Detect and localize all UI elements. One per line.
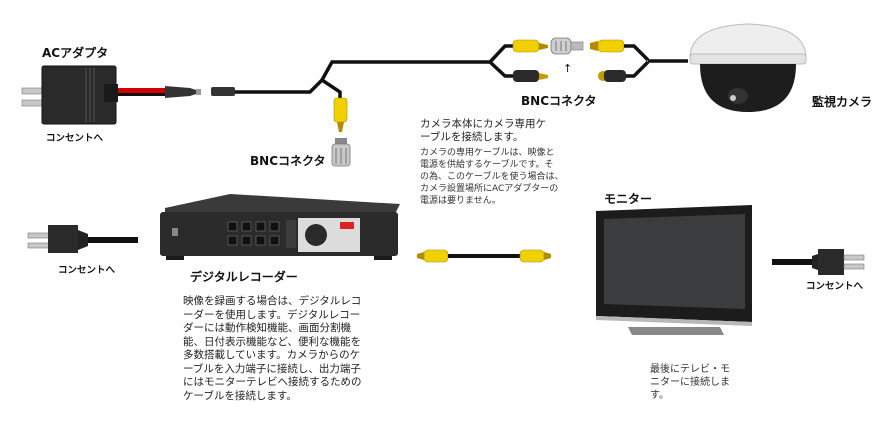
ac-adapter-label: ACアダプタ (42, 46, 109, 60)
outlet-label-right: コンセントへ (806, 281, 864, 292)
rca-video-cable (417, 249, 551, 263)
bnc-connector-label-top: BNCコネクタ (521, 94, 597, 108)
monitor-note: 最後にテレビ・モ ニターに接続しま す。 (650, 364, 730, 401)
rca-socket-yellow-right (590, 39, 625, 53)
camera-cable-heading: カメラ本体にカメラ専用ケ ーブルを接続します。 (420, 118, 546, 143)
monitor-label: モニター (604, 192, 653, 206)
bnc-adapter-middle (550, 37, 584, 55)
rca-plug-black-left (513, 70, 548, 82)
bnc-connector-vertical (331, 138, 351, 167)
camera-cable-note: カメラ本体にカメラ専用ケ ーブルを接続します。 カメラの専用ケーブルは、映像と … (420, 118, 563, 207)
recorder-note: 映像を録画する場合は、デジタルレコ ーダーを使用します。デジタルレコー ダーには… (183, 295, 362, 402)
power-plug-left (27, 225, 138, 253)
bnc-connector-label-left: BNCコネクタ (250, 154, 326, 168)
digital-recorder-illustration (160, 194, 400, 260)
arrow-up-icon: ↑ (563, 62, 573, 75)
rca-plug-yellow-left (512, 39, 548, 53)
power-plug-right (772, 249, 865, 275)
camera-label: 監視カメラ (812, 95, 873, 109)
outlet-label-left: コンセントへ (58, 265, 116, 276)
monitor-illustration (596, 205, 752, 335)
rca-socket-black-right (598, 70, 626, 82)
recorder-label: デジタルレコーダー (190, 270, 298, 284)
ac-adapter-illustration (21, 65, 235, 125)
camera-cable-body: カメラの専用ケーブルは、映像と 電源を供給するケーブルです。そ の為、このケーブ… (420, 148, 564, 206)
rca-plug-vertical (333, 97, 348, 132)
outlet-label-adapter: コンセントへ (46, 133, 104, 144)
camera-cable (235, 60, 490, 94)
dome-camera-illustration (689, 23, 807, 112)
